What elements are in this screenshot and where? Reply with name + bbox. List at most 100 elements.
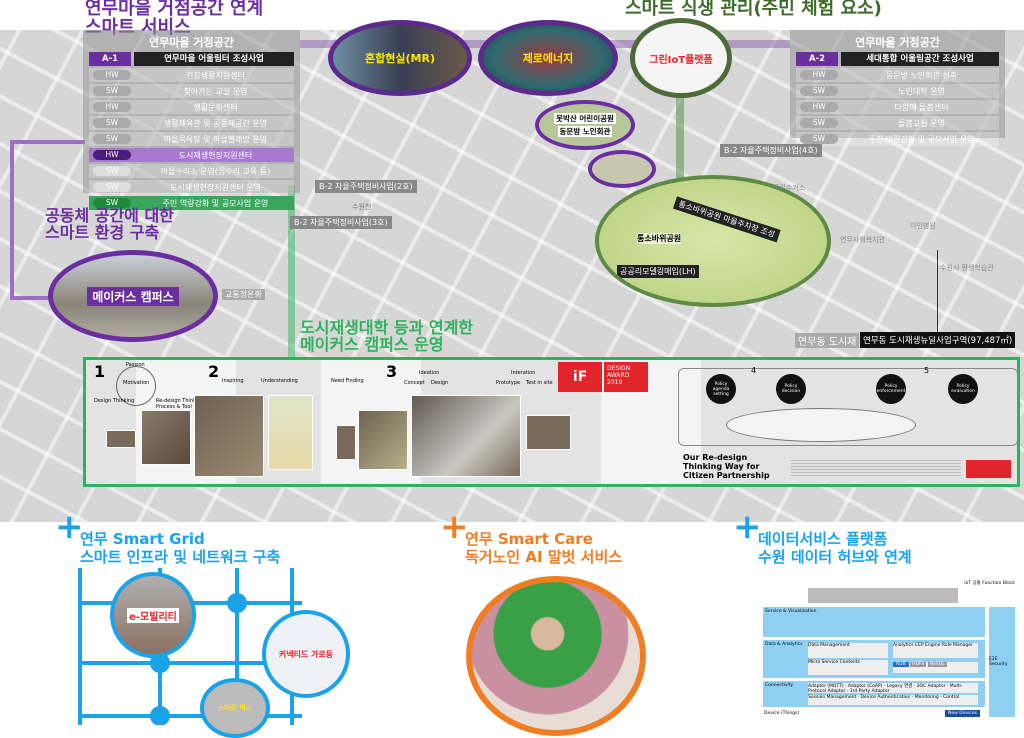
mr-circle: 혼합현실(MR) bbox=[328, 20, 472, 96]
district-pointer bbox=[937, 250, 938, 332]
policy-node: Policy agenda setting bbox=[706, 374, 736, 404]
award-line: DESIGN bbox=[607, 365, 631, 372]
title-line: 도시재생대학 등과 연계한 bbox=[300, 318, 474, 337]
arch-item: Rule Manager bbox=[941, 643, 973, 648]
photo bbox=[106, 430, 136, 448]
map-label: 교통정온화 bbox=[222, 289, 265, 300]
diagram-label: Motivation bbox=[123, 380, 150, 386]
layer-label: Service & Visualization bbox=[765, 609, 817, 614]
policy-label: Policy evaluation bbox=[951, 384, 975, 394]
project-code: A-1 bbox=[89, 52, 131, 66]
step-number: 1 bbox=[94, 362, 106, 381]
layer-label: Device (Things) bbox=[764, 711, 800, 716]
senior-center-circle: 못박산 어린이공원 동문방 노인회관 bbox=[535, 100, 635, 150]
row-label: 마을수리소 운영(집수리 교육 등) bbox=[160, 166, 271, 176]
row-label: 찾아가는 교실 운영 bbox=[183, 86, 248, 96]
photo-collage bbox=[194, 395, 264, 477]
title-line: 연무 Smart Care bbox=[465, 530, 593, 548]
arch-box: Data Management bbox=[808, 643, 888, 658]
arch-box: Session Management · Device Authenticati… bbox=[808, 695, 978, 705]
arch-item: NoSQL bbox=[927, 662, 947, 667]
type-pill: SW bbox=[800, 86, 838, 96]
diagram-label: Test in site bbox=[526, 380, 553, 386]
row-label: 돌봄교실 운영 bbox=[898, 118, 945, 128]
type-pill: SW bbox=[800, 134, 838, 144]
diagram-label: Passion bbox=[126, 362, 145, 368]
arch-box: Adaptor (MQTT) · Adaptor (CoAP) · Legacy… bbox=[808, 683, 978, 694]
arch-item: Adaptor (MQTT) bbox=[808, 684, 844, 689]
project-name: 연무마을 어울림터 조성사업 bbox=[134, 52, 294, 66]
smart-box-label: 스마트 박스 bbox=[217, 704, 253, 712]
purple-connector-vertical bbox=[10, 140, 14, 300]
arch-box: Micro Service Contents bbox=[808, 660, 888, 675]
project-code: A-2 bbox=[796, 52, 838, 66]
e-mobility-circle: e-모빌리티 bbox=[110, 572, 196, 658]
security-label: E2E Security bbox=[989, 657, 1008, 667]
arch-item: Micro Service bbox=[808, 660, 839, 665]
arch-item: RDB bbox=[893, 662, 909, 667]
row-label: 노인대학 운영 bbox=[898, 86, 945, 96]
map-label: 연무동 도시재 bbox=[795, 333, 860, 348]
panel-row: HW 동문방 노인회관 신축 bbox=[796, 68, 999, 82]
row-label: 건강생활지원센터 bbox=[186, 70, 245, 80]
arch-layer: Connectivity Adaptor (MQTT) · Adaptor (C… bbox=[763, 681, 985, 707]
arch-legend: IoT 공통 Function Block bbox=[964, 581, 1015, 586]
diagram-label: Need Finding bbox=[331, 378, 364, 384]
green-connector-right bbox=[676, 95, 684, 185]
senior-center-label: 동문방 노인회관 bbox=[557, 126, 613, 137]
kids-park-label: 못박산 어린이공원 bbox=[554, 113, 616, 124]
arch-item: Adaptor (CoAP) bbox=[847, 684, 883, 689]
park-label: 통소바위공원 bbox=[637, 233, 682, 244]
policy-number: 4 bbox=[751, 366, 757, 375]
tag-code: B-2 bbox=[724, 146, 738, 155]
heading-line: Citizen Partnership bbox=[683, 470, 770, 480]
photo-collage bbox=[358, 410, 408, 470]
panel-row-highlight: SW 주민 역량강화 및 공모사업 운영 bbox=[89, 196, 294, 210]
photo-collage bbox=[411, 395, 521, 477]
security-column: E2E Security bbox=[989, 607, 1015, 717]
arch-box: RDB HDFS NoSQL bbox=[893, 662, 978, 673]
project-name: 세대통합 어울림공간 조성사업 bbox=[841, 52, 999, 66]
award-line: 2019 bbox=[607, 379, 623, 387]
venn-diagram bbox=[116, 366, 156, 406]
mr-label: 혼합현실(MR) bbox=[365, 52, 435, 65]
row-label: 동문방 노인회관 신축 bbox=[885, 70, 958, 80]
row-label: 주민 역량강화 및 공모사업 운영 bbox=[162, 198, 269, 208]
type-pill: SW bbox=[93, 118, 131, 128]
arch-item: 3rd Party Adaptor bbox=[849, 689, 890, 694]
arch-item: Legacy 연결 bbox=[886, 684, 913, 689]
type-pill: HW bbox=[93, 150, 131, 160]
type-pill: SW bbox=[93, 134, 131, 144]
process-ellipse bbox=[726, 408, 916, 442]
makers-label: 메이커스 캠퍼스 bbox=[87, 286, 179, 306]
diagram-label: Understanding bbox=[261, 378, 298, 384]
smart-box-circle: 스마트 박스 bbox=[200, 678, 270, 738]
map-label: 수원천 bbox=[352, 203, 372, 211]
type-pill: HW bbox=[800, 70, 838, 80]
arch-item: Analytics bbox=[893, 643, 914, 648]
type-pill: HW bbox=[800, 102, 838, 112]
type-pill: SW bbox=[93, 198, 131, 208]
arch-item: Control bbox=[943, 695, 960, 700]
remodel-label: 공공리모델링매입(LH) bbox=[617, 265, 699, 278]
makers-campus-circle: 메이커스 캠퍼스 bbox=[48, 250, 218, 342]
device-row: Device (Things)New Devices bbox=[763, 710, 985, 720]
title-line: 연무 Smart Grid bbox=[80, 530, 205, 548]
map-tag: B-2 자율주택정비사업(2호) bbox=[315, 180, 417, 193]
row-label: 다함께 돌봄센터 bbox=[894, 102, 949, 112]
arch-item: Device Authentication bbox=[860, 695, 911, 700]
diagram-label: Re-design Thinking Process & Tool bbox=[156, 398, 204, 410]
map-label: 수원시 평생학습관 bbox=[940, 264, 994, 272]
if-logo: iF bbox=[558, 362, 602, 392]
smart-care-title: 연무 Smart Care 독거노인 AI 말벗 서비스 bbox=[465, 530, 622, 566]
arch-item: Session Management bbox=[808, 695, 857, 700]
